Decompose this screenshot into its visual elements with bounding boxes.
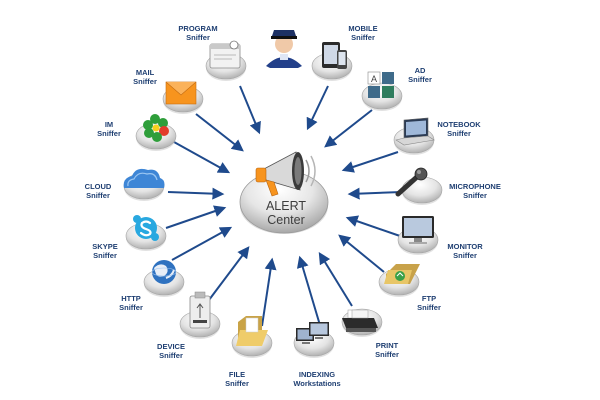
alert-center-line2: Center xyxy=(267,213,305,227)
cloud-icon xyxy=(123,168,165,188)
microphone-icon xyxy=(395,167,428,197)
arrow-ad xyxy=(324,109,373,148)
notebook-icon xyxy=(395,117,435,146)
program-window-icon xyxy=(209,40,241,69)
megaphone-icon xyxy=(255,151,316,197)
ad-grid-icon: A xyxy=(367,71,394,98)
globe-icon xyxy=(151,260,177,284)
arrow-cloud xyxy=(167,187,225,200)
folder-icon xyxy=(236,316,268,346)
police-officer-icon xyxy=(266,30,302,68)
mail-envelope-icon xyxy=(165,81,197,105)
arrow-notebook xyxy=(341,151,399,173)
arrow-program xyxy=(239,85,261,135)
arrow-monitor xyxy=(345,215,401,237)
printer-icon xyxy=(342,309,378,332)
arrow-mail xyxy=(195,113,244,152)
alert-center-line1: ALERT xyxy=(265,199,307,213)
icq-flower-icon xyxy=(143,114,169,142)
usb-drive-icon xyxy=(189,291,211,329)
connector-arrows xyxy=(165,85,403,333)
arrow-skype xyxy=(165,205,227,229)
arrow-print xyxy=(318,251,353,307)
arrow-ftp xyxy=(338,234,385,273)
skype-icon xyxy=(133,215,159,241)
monitor-icon xyxy=(402,216,434,244)
ftp-folder-icon xyxy=(384,264,420,284)
pod-microphone xyxy=(401,176,443,205)
ad-tile-letter: A xyxy=(371,74,377,84)
arrow-file xyxy=(261,257,277,327)
arrow-device xyxy=(205,246,250,305)
arrow-http xyxy=(171,226,233,261)
mobile-devices-icon xyxy=(322,42,347,69)
alert-center-label: ALERT Center xyxy=(246,199,326,227)
arrow-microphone xyxy=(347,187,403,200)
arrow-im xyxy=(173,141,231,174)
arrow-indexing xyxy=(296,255,323,333)
arrow-mobile xyxy=(306,85,329,131)
workstations-icon xyxy=(296,322,329,344)
